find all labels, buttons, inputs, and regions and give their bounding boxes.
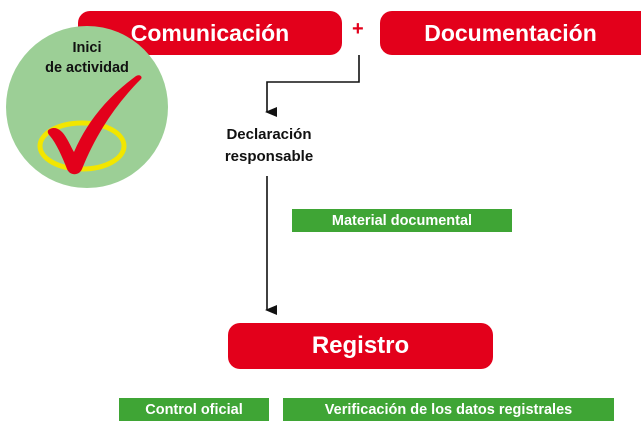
registro-label: Registro <box>311 332 410 359</box>
inicio-actividad-badge: Inici de actividad <box>6 26 168 188</box>
control-oficial-label: Control oficial <box>145 401 243 418</box>
documentacion-box: Documentación <box>380 11 641 55</box>
declaracion-line-2: responsable <box>224 148 314 165</box>
comunicacion-label: Comunicación <box>130 19 290 46</box>
registro-box: Registro <box>228 323 493 369</box>
control-oficial-tag: Control oficial <box>119 398 269 421</box>
badge-line-1: Inici <box>72 40 102 56</box>
check-mark-icon <box>37 75 142 175</box>
plus-sign: + <box>352 18 364 40</box>
badge-line-2: de actividad <box>45 60 129 76</box>
declaracion-responsable-label: Declaración responsable <box>205 124 333 168</box>
verificacion-datos-tag: Verificación de los datos registrales <box>283 398 614 421</box>
declaracion-line-1: Declaración <box>226 126 312 143</box>
verificacion-datos-label: Verificación de los datos registrales <box>324 401 573 418</box>
documentacion-label: Documentación <box>424 19 597 46</box>
material-documental-tag: Material documental <box>292 209 512 232</box>
material-documental-label: Material documental <box>331 212 473 229</box>
connector-plus-to-declaracion <box>265 55 360 117</box>
